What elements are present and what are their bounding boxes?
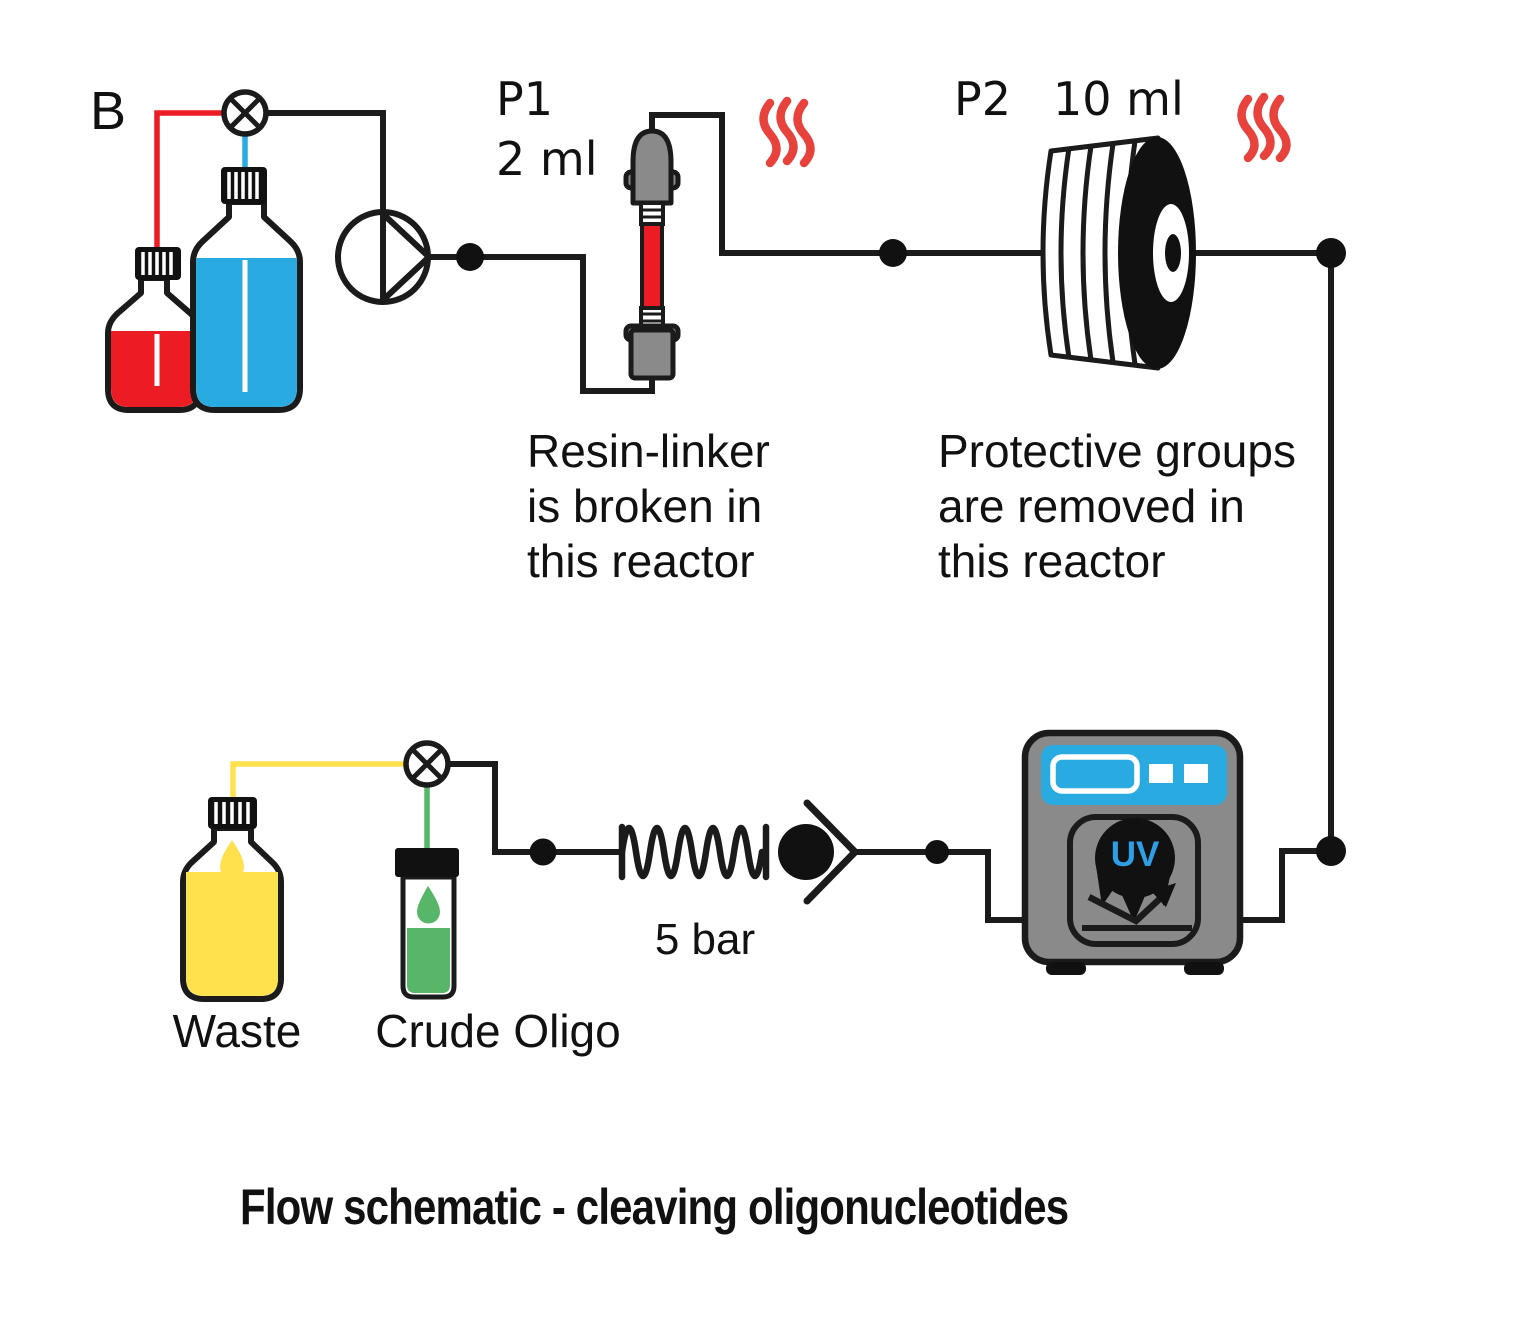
reagent-b-label: B bbox=[90, 81, 127, 141]
uv-lamp-spikes bbox=[1096, 866, 1172, 922]
coil-face-hub bbox=[1165, 234, 1181, 272]
coil-reactor-icon bbox=[1040, 135, 1196, 371]
uv-foot-right bbox=[1184, 962, 1224, 975]
uv-foot-left bbox=[1046, 962, 1086, 975]
uv-detector-label: UV bbox=[1110, 835, 1160, 874]
spring-coil bbox=[618, 825, 766, 879]
reagent-bottle-blue-icon bbox=[190, 167, 303, 413]
junction-dot bbox=[529, 838, 557, 866]
junction-dot bbox=[879, 239, 907, 267]
valve-icon-bottom bbox=[403, 740, 451, 788]
blue-bottle-cap-ribs bbox=[227, 172, 259, 199]
crude-oligo-label: Crude Oligo bbox=[375, 1005, 621, 1057]
check-valve-seat bbox=[803, 799, 859, 905]
back-pressure-regulator-icon bbox=[618, 799, 859, 905]
red-bottle-liquid bbox=[111, 331, 197, 407]
column-red-bed bbox=[640, 222, 664, 310]
diagram-title-text: Flow schematic - cleaving oligonucleotid… bbox=[240, 1179, 1069, 1235]
column-neck-top bbox=[639, 201, 665, 226]
waste-bottle-cap-ribs bbox=[214, 802, 250, 824]
uv-button-1 bbox=[1149, 764, 1173, 783]
crude-oligo-vial-icon bbox=[395, 848, 459, 1000]
junction-dot bbox=[1316, 238, 1346, 268]
diagram-title: Flow schematic - cleaving oligonucleotid… bbox=[240, 1180, 1226, 1235]
back-pressure-label: 5 bar bbox=[654, 915, 756, 964]
column-reactor-icon bbox=[623, 128, 681, 381]
tube-pump-to-column bbox=[422, 254, 655, 394]
vial-drop-icon bbox=[417, 886, 440, 924]
reactor1-volume-label: 2 ml bbox=[496, 132, 598, 186]
uv-reflection-arrowhead bbox=[1151, 883, 1176, 907]
tubing-lines bbox=[266, 110, 1334, 923]
waste-bottle-icon bbox=[180, 797, 284, 1002]
vial-cap bbox=[395, 848, 459, 877]
junction-dot bbox=[1316, 836, 1346, 866]
heat-icon-1 bbox=[759, 96, 815, 168]
uv-reflection-line bbox=[1087, 891, 1168, 925]
uv-display bbox=[1050, 754, 1140, 794]
column-bottom-cap bbox=[628, 327, 676, 381]
uv-button-2 bbox=[1184, 764, 1208, 783]
waste-drop-icon bbox=[220, 840, 244, 879]
tube-riser-to-uv bbox=[1242, 848, 1331, 923]
junction-dots bbox=[456, 238, 1346, 866]
vial-liquid bbox=[407, 928, 450, 993]
valve-icon-top bbox=[221, 89, 269, 137]
pump-icon bbox=[335, 209, 432, 305]
pump2-label: P2 bbox=[954, 72, 1012, 126]
tube-uv-to-bpr bbox=[855, 849, 1025, 923]
reactor2-volume-label: 10 ml bbox=[1053, 72, 1184, 126]
tube-column-to-coil bbox=[649, 112, 1331, 256]
waste-label: Waste bbox=[172, 1005, 302, 1057]
heat-icon-2 bbox=[1237, 92, 1291, 163]
uv-detector-icon bbox=[1021, 729, 1244, 975]
red-bottle-cap-ribs bbox=[141, 252, 173, 275]
tube-valve-to-spring bbox=[448, 761, 622, 855]
pump1-label: P1 bbox=[496, 72, 554, 126]
column-top-cap bbox=[630, 128, 674, 206]
waste-bottle-liquid bbox=[186, 872, 278, 996]
junction-dot bbox=[456, 243, 484, 271]
junction-dot bbox=[925, 840, 949, 864]
reactor2-note: Protective groups are removed in this re… bbox=[938, 425, 1296, 587]
reagent-bottle-red-icon bbox=[105, 247, 203, 413]
yellow-waste-line bbox=[230, 761, 406, 798]
check-valve-ball bbox=[778, 824, 834, 880]
reactor1-note: Resin-linker is broken in this reactor bbox=[527, 425, 770, 587]
tube-valve-to-pump bbox=[266, 110, 386, 214]
